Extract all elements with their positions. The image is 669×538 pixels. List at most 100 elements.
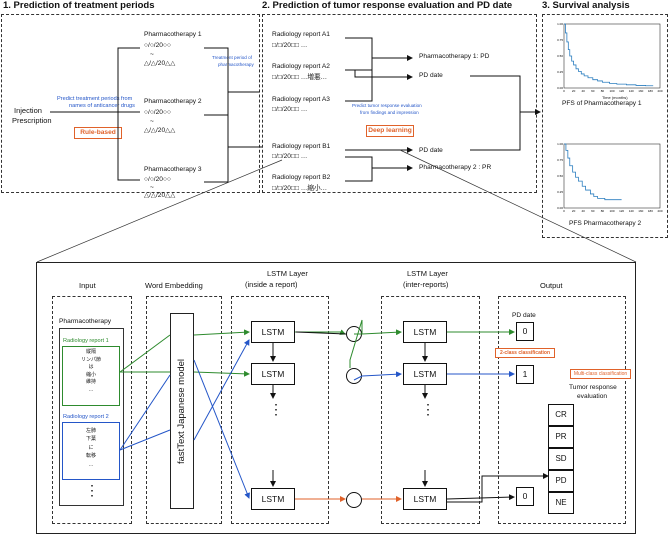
tumor-class-pr: PR [548,426,574,448]
x-tick-label: 140 [629,89,634,93]
y-tick-label: 0.75 [557,158,563,162]
rr1-token: は [88,364,94,371]
x-tick-label: 20 [572,209,576,213]
rr2-token: 転移 [85,453,96,460]
pharm2-start: ○/○/20○○ [144,109,171,116]
tumor-class-cr: CR [548,404,574,426]
x-tick-label: 40 [582,89,586,93]
col-lstm2-header-2: (inter-reports) [403,280,449,289]
output-pd-date-1: 0 [516,322,534,341]
x-tick-label: 60 [591,89,595,93]
dl-note-1: Predict tumor response evaluation [352,103,422,108]
pharm2-tilde: ~ [150,118,154,125]
pd-date-label: PD date [512,312,536,319]
two-class-badge: 2-class classification [495,348,555,358]
rr1-tokens: 縦隔 リンパ節 は 縮小 維持 … [62,349,120,395]
section-1-box [1,14,260,193]
tumor-response-label-1: Tumor response [569,384,617,391]
model-panel [36,262,636,534]
lstm2-cell-2: LSTM [403,363,447,385]
rr1-token: 縦隔 [85,349,96,355]
tumor-class-ne: NE [548,492,574,514]
out-pharm1-pd: Pharmacotherapy 1: PD [419,53,490,60]
col-lstm2-header-1: LSTM Layer [407,269,448,278]
x-tick-label: 180 [648,209,653,213]
lstm2-cell-1: LSTM [403,321,447,343]
out-pd-date-2: PD date [419,147,443,154]
out-pharm2-pr: Pharmacotherapy 2 : PR [419,164,492,171]
lstm1-column [231,296,329,524]
rr1-token: … [88,386,94,393]
y-tick-label: 0.50 [557,174,563,178]
col-output-header: Output [540,281,563,290]
pfs1-title: PFS of Pharmacotherapy 1 [562,100,642,107]
x-tick-label: 40 [582,209,586,213]
pharm1-end: △/△/20△△ [144,60,176,67]
rule-based-badge: Rule-based [74,127,122,139]
report-a3-date: □/□/20□□ … [272,106,308,113]
tumor-response-label-2: evaluation [577,393,608,400]
lstm1-cell-1: LSTM [251,321,295,343]
x-tick-label: 120 [619,209,624,213]
rr2-token: に [88,444,94,451]
x-tick-label: 0 [563,89,565,93]
injection-label: Injection [14,106,42,115]
chart-frame [563,23,661,89]
multi-class-badge: Multi-class classification [570,369,631,379]
report-b2-date: □/□/20□□ …縮小… [272,185,328,192]
section-2-title: 2. Prediction of tumor response evaluati… [262,0,513,11]
report-b2-label: Radiology report B2 [272,174,331,181]
x-tick-label: 180 [648,89,653,93]
x-tick-label: 100 [609,89,614,93]
rr1-token: リンパ節 [80,356,101,363]
pharm3-end: △/△/20△△ [144,192,176,199]
y-tick-label: 0.00 [557,206,563,210]
x-tick-label: 100 [609,209,614,213]
rr2-box [62,422,120,480]
input-dots: ⋮ [85,482,99,498]
col-embed-header: Word Embedding [145,281,203,290]
pharmacotherapy-box [59,328,124,506]
x-tick-label: 80 [601,89,605,93]
input-column [52,296,132,524]
treatment-period-note-2: pharmacotherapy [218,62,254,67]
rr2-label: Radiology report 2 [63,414,109,420]
col-input-header: Input [79,281,96,290]
lstm1-dots: ⋮ [269,401,283,417]
prescription-label: Prescription [12,116,52,125]
pharm3-tilde: ~ [150,184,154,191]
lstm2-cell-n: LSTM [403,488,447,510]
report-a2-date: □/□/20□□ …増悪… [272,74,328,81]
x-tick-label: 200 [657,89,662,93]
deep-learning-badge: Deep learning [366,125,414,137]
rr1-token: 維持 [85,379,96,386]
y-tick-label: 0.00 [557,86,563,90]
pharm1-tilde: ~ [150,51,154,58]
concat-node-n [346,492,362,508]
fasttext-model-box [170,313,194,509]
pharm1-start: ○/○/20○○ [144,42,171,49]
report-a1-label: Radiology report A1 [272,31,330,38]
rr2-token: … [88,461,94,468]
survival-curve [564,23,654,87]
pharmacotherapy-label: Pharmacotherapy [59,318,112,325]
y-tick-label: 0.25 [557,190,563,194]
y-tick-label: 1.00 [557,142,563,146]
x-tick-label: 20 [572,89,576,93]
rr1-box [62,346,120,406]
y-tick-label: 0.25 [557,70,563,74]
report-a2-label: Radiology report A2 [272,63,330,70]
pharm3-start: ○/○/20○○ [144,176,171,183]
x-tick-label: 200 [657,209,662,213]
report-b1-label: Radiology report B1 [272,143,331,150]
lstm1-cell-2: LSTM [251,363,295,385]
treatment-period-note-1: Treatment period of [212,55,252,60]
pfs2-title: PFS Pharmacotherapy 2 [569,220,642,227]
y-tick-label: 0.50 [557,54,563,58]
tumor-class-sd: SD [548,448,574,470]
dl-note-2: from findings and impression [360,110,419,115]
report-a3-label: Radiology report A3 [272,96,330,103]
x-tick-label: 60 [591,209,595,213]
